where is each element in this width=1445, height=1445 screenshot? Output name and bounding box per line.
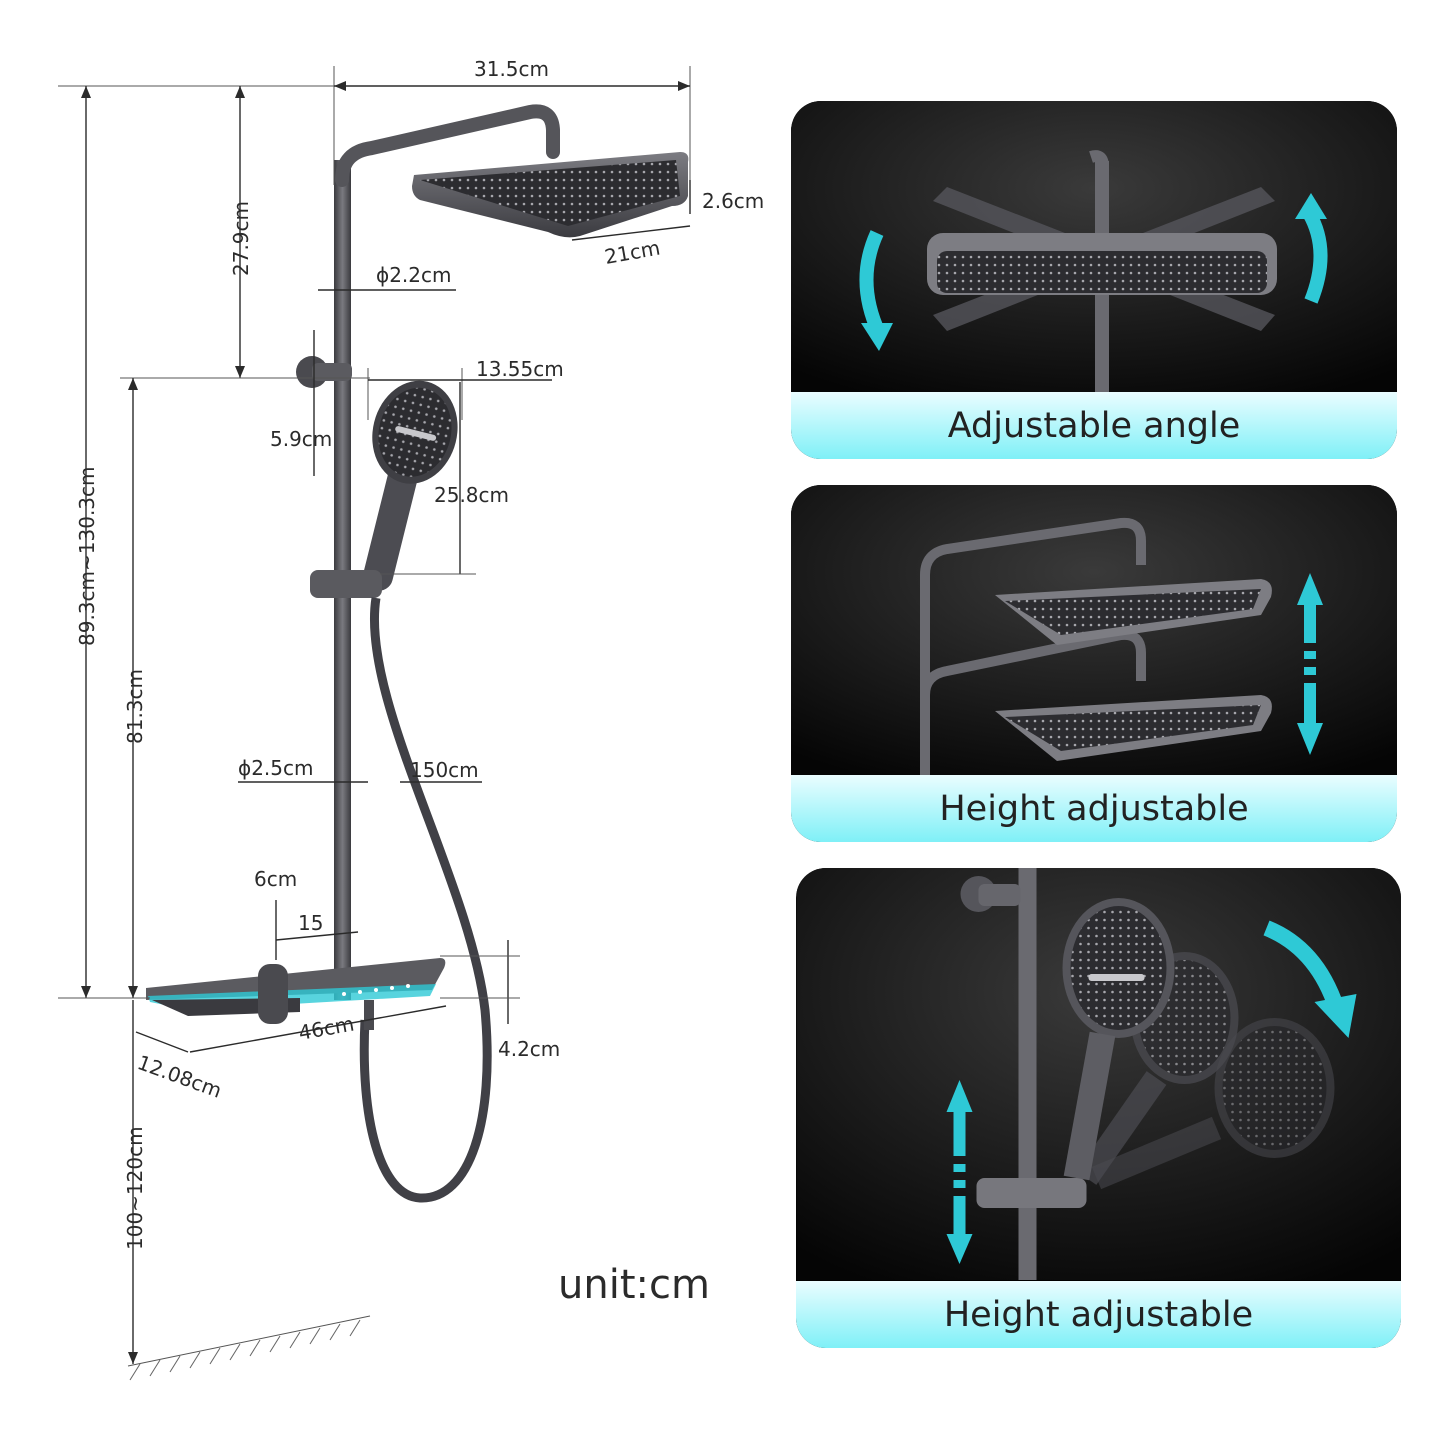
- panel-height-1-image: [791, 485, 1397, 775]
- panel-height-2-caption: Height adjustable: [943, 1294, 1254, 1335]
- label-handshower-width: 13.55cm: [476, 357, 564, 381]
- label-handshower-length: 25.8cm: [434, 483, 509, 507]
- label-inlet-spacing: 15: [298, 911, 323, 935]
- label-total-height: 89.3cm~130.3cm: [75, 466, 99, 646]
- panel-height-2-band: Height adjustable: [796, 1281, 1401, 1348]
- label-head-depth: 21cm: [603, 236, 662, 269]
- vertical-arrow-icon: [946, 1080, 973, 1264]
- label-top-to-bracket: 27.9cm: [229, 201, 253, 276]
- label-shelf-width: 46cm: [297, 1012, 356, 1045]
- panel-angle-band: Adjustable angle: [791, 392, 1397, 459]
- dimension-labels: 31.5cm 2.6cm 21cm 27.9cm ϕ2.2cm 13.55cm …: [75, 57, 764, 1308]
- label-bracket-size: 5.9cm: [270, 427, 332, 451]
- overhead-arm: [335, 104, 560, 187]
- panel-height-2-image: [796, 868, 1401, 1280]
- dimension-lines: [58, 66, 691, 1381]
- label-head-thickness: 2.6cm: [702, 189, 764, 213]
- vertical-arrow-icon: [1297, 573, 1323, 755]
- label-head-width: 31.5cm: [474, 57, 549, 81]
- thermostat-shelf: [146, 958, 446, 1030]
- shower-system: [146, 104, 689, 1203]
- panel-angle-caption: Adjustable angle: [947, 405, 1241, 446]
- unit-label: unit:cm: [558, 1262, 710, 1308]
- overhead-head: [412, 152, 689, 238]
- wall-bracket: [296, 356, 352, 388]
- label-base-offset: 6cm: [254, 867, 297, 891]
- slider-holder: [310, 570, 382, 598]
- panel-height-1-band: Height adjustable: [791, 775, 1397, 842]
- hand-shower: [362, 380, 458, 591]
- label-floor-height: 100~120cm: [123, 1126, 147, 1250]
- label-shelf-height: 4.2cm: [498, 1037, 560, 1061]
- curved-arrow-icon: [1263, 920, 1357, 1038]
- feature-panel-height-2: Height adjustable: [796, 868, 1401, 1348]
- label-shelf-depth: 12.08cm: [134, 1050, 225, 1103]
- panel-angle-image: [791, 101, 1397, 392]
- panel-height-1-caption: Height adjustable: [939, 788, 1249, 829]
- feature-panel-angle: Adjustable angle: [791, 101, 1397, 459]
- label-rail-diameter: ϕ2.5cm: [238, 756, 313, 780]
- label-bracket-to-base: 81.3cm: [123, 669, 147, 744]
- label-hose-length: 150cm: [410, 758, 479, 782]
- shower-hose: [359, 597, 492, 1203]
- label-arm-diameter: ϕ2.2cm: [376, 263, 451, 287]
- feature-panel-height-1: Height adjustable: [791, 485, 1397, 842]
- rotate-arrows-icon: [859, 193, 1328, 351]
- floor-hatch: [129, 1319, 361, 1381]
